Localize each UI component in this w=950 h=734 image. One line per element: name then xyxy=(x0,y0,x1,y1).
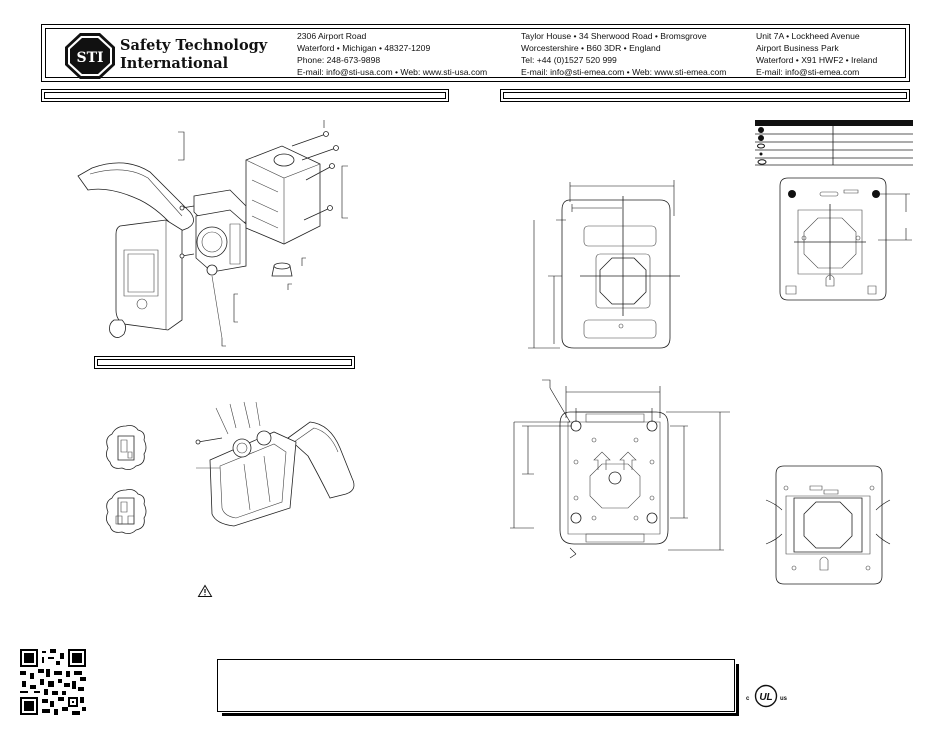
open-unit-drawing xyxy=(190,398,360,530)
notice-box xyxy=(217,659,739,716)
ul-right-letters: us xyxy=(780,696,788,702)
office-line: 2306 Airport Road xyxy=(297,31,367,41)
office-line: E-mail: info@sti-emea.com xyxy=(756,67,860,77)
logo-text: STI xyxy=(76,50,103,66)
exploded-assembly-drawing xyxy=(70,120,370,350)
front-view-drawing xyxy=(520,176,690,356)
office-usa: 2306 Airport Road Waterford • Michigan •… xyxy=(297,30,487,78)
qr-code-icon xyxy=(20,649,86,715)
office-line: E-mail: info@sti-emea.com • Web: www.sti… xyxy=(521,67,727,77)
ul-listed-icon: c UL us xyxy=(746,684,796,710)
rear-view-drawing xyxy=(510,378,730,558)
sti-logo-icon: STI xyxy=(65,33,115,79)
back-box-drawing-top xyxy=(774,174,914,304)
office-line: Worcestershire • B60 3DR • England xyxy=(521,43,661,53)
back-box-drawing-bottom xyxy=(764,460,898,586)
legend-table xyxy=(755,120,913,166)
warning-icon xyxy=(198,585,212,597)
ul-mark-text: UL xyxy=(759,692,772,703)
header-box xyxy=(41,24,910,82)
office-line: Airport Business Park xyxy=(756,43,839,53)
section-bar-middle xyxy=(94,356,355,369)
office-line: Taylor House • 34 Sherwood Road • Bromsg… xyxy=(521,31,707,41)
office-line: E-mail: info@sti-usa.com • Web: www.sti-… xyxy=(297,67,488,77)
office-line: Phone: 248-673-9898 xyxy=(297,55,381,65)
section-bar-right xyxy=(500,89,910,102)
ul-left-letter: c xyxy=(746,696,750,702)
office-line: Unit 7A • Lockheed Avenue xyxy=(756,31,860,41)
switch-detail-top xyxy=(104,424,148,472)
company-name: Safety Technology International xyxy=(120,37,267,73)
section-bar-left xyxy=(41,89,449,102)
company-name-line2: International xyxy=(120,55,229,72)
office-line: Waterford • X91 HWF2 • Ireland xyxy=(756,55,878,65)
office-line: Tel: +44 (0)1527 520 999 xyxy=(521,55,617,65)
company-name-line1: Safety Technology xyxy=(120,37,268,54)
office-england: Taylor House • 34 Sherwood Road • Bromsg… xyxy=(521,30,726,78)
office-line: Waterford • Michigan • 48327-1209 xyxy=(297,43,431,53)
switch-detail-bottom xyxy=(104,488,148,536)
office-ireland: Unit 7A • Lockheed Avenue Airport Busine… xyxy=(756,30,877,78)
